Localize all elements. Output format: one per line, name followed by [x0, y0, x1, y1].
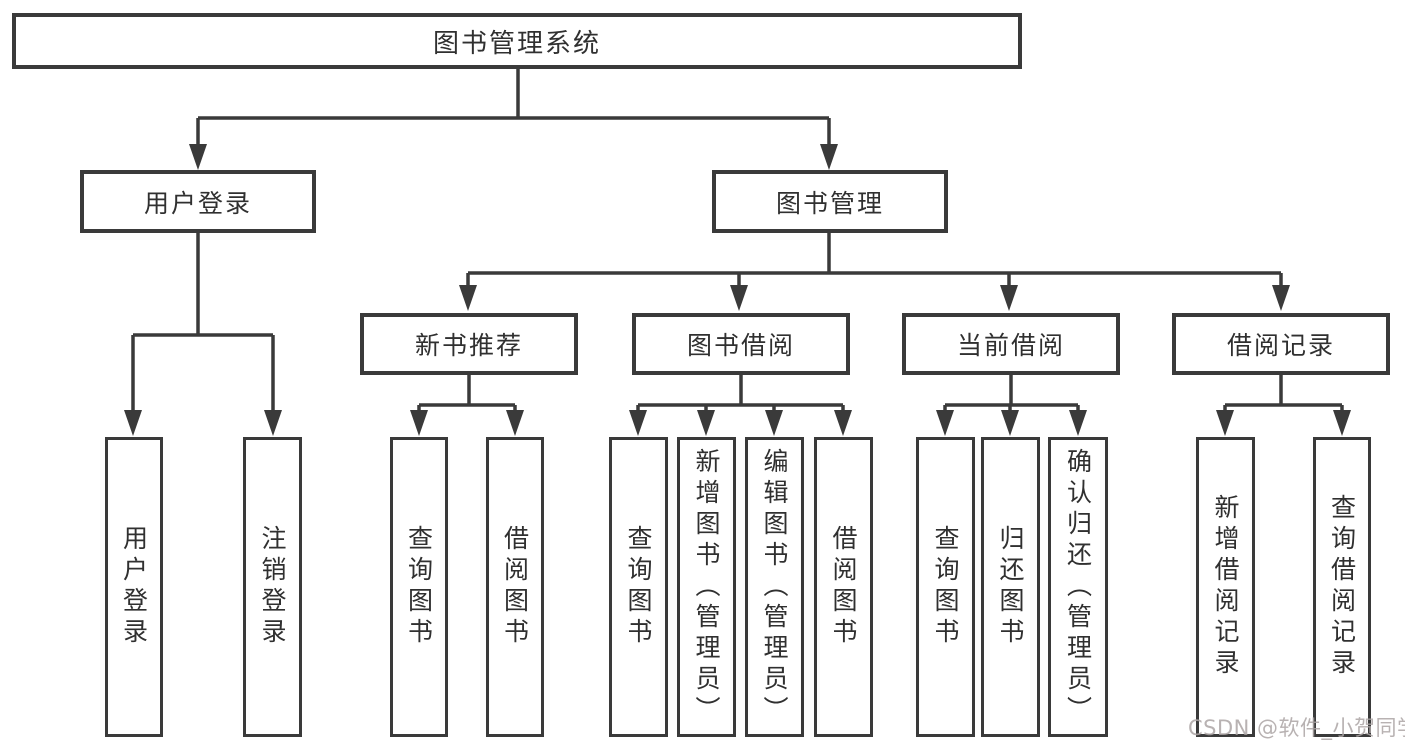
- leaf-user-login: 用户登录: [105, 437, 163, 737]
- leaf-borrow-query-books: 查询图书: [609, 437, 668, 737]
- node-library-management-system: 图书管理系统: [12, 13, 1022, 69]
- arrowheads: [124, 144, 1351, 436]
- leaf-current-return-books: 归还图书: [981, 437, 1040, 737]
- leaf-borrow-borrow-books: 借阅图书: [814, 437, 873, 737]
- leaf-records-add-borrow-record: 新增借阅记录: [1196, 437, 1255, 737]
- leaf-logout: 注销登录: [243, 437, 302, 737]
- node-user-login: 用户登录: [80, 170, 316, 233]
- node-new-book-recommend: 新书推荐: [360, 313, 578, 375]
- leaf-records-query-borrow-record: 查询借阅记录: [1313, 437, 1371, 737]
- leaf-borrow-edit-books-admin: 编辑图书（管理员）: [745, 437, 804, 737]
- csdn-watermark: CSDN @软件_小贺同学: [1188, 716, 1405, 740]
- leaf-current-query-books: 查询图书: [916, 437, 975, 737]
- leaf-newbook-query-books: 查询图书: [390, 437, 448, 737]
- node-book-management: 图书管理: [712, 170, 948, 233]
- node-current-borrow: 当前借阅: [902, 313, 1120, 375]
- node-book-borrow: 图书借阅: [632, 313, 850, 375]
- leaf-current-confirm-return-admin: 确认归还（管理员）: [1048, 437, 1108, 737]
- leaf-borrow-add-books-admin: 新增图书（管理员）: [677, 437, 736, 737]
- node-borrow-records: 借阅记录: [1172, 313, 1390, 375]
- leaf-newbook-borrow-books: 借阅图书: [486, 437, 544, 737]
